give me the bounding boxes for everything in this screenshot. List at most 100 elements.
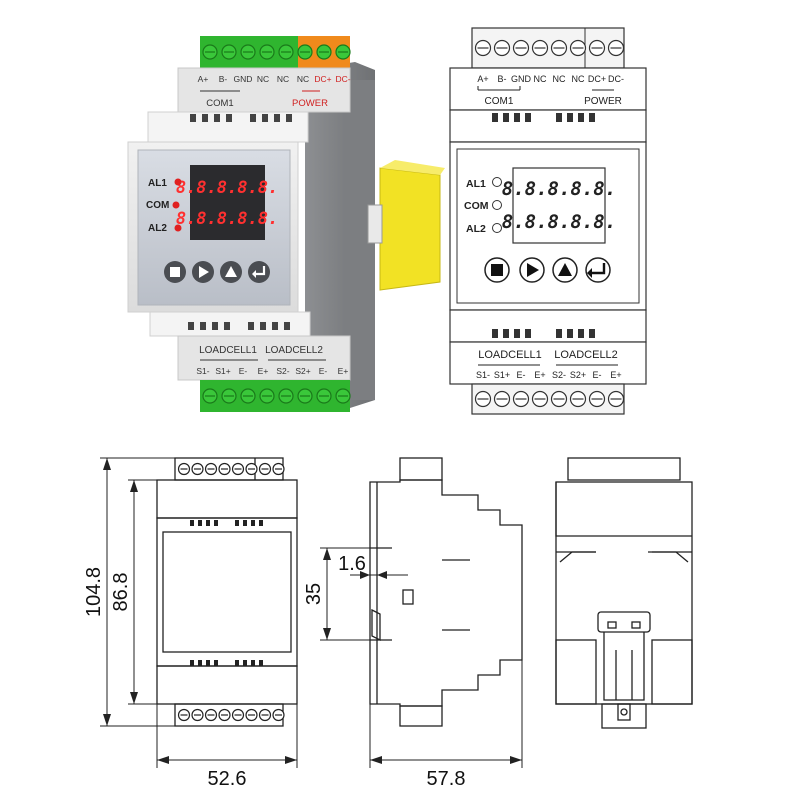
enter-icon bbox=[254, 266, 266, 276]
play-icon bbox=[527, 263, 539, 277]
terminal-pin-label: NC bbox=[297, 74, 309, 84]
terminal-pin-label: E+ bbox=[258, 366, 269, 376]
dimension-rear-drawing bbox=[555, 457, 693, 729]
top-label-strip-front bbox=[449, 67, 647, 111]
vent-slot bbox=[503, 113, 509, 122]
vent-slot bbox=[190, 520, 194, 526]
terminal-pin-label: NC bbox=[572, 74, 585, 84]
terminal-pin-label: DC- bbox=[608, 74, 624, 84]
dim-body-height: 86.8 bbox=[110, 573, 132, 612]
vent-slot bbox=[206, 660, 210, 666]
terminal-pin-label: NC bbox=[257, 74, 269, 84]
terminal-pin-label: NC bbox=[277, 74, 289, 84]
led-al2-3d bbox=[174, 224, 182, 232]
display-top-front: 8.8.8.8.8. bbox=[502, 178, 616, 200]
terminal-pin-label: E+ bbox=[338, 366, 349, 376]
group-label-com1-3d: COM1 bbox=[206, 98, 233, 109]
vent-slot bbox=[214, 660, 218, 666]
dim-width: 52.6 bbox=[208, 768, 247, 790]
terminal-pin-label: E+ bbox=[534, 370, 545, 380]
dimension-front-drawing bbox=[156, 457, 298, 727]
dimension-lines-front bbox=[100, 457, 298, 768]
terminal-pin-label: S1- bbox=[476, 370, 490, 380]
vent-slot bbox=[274, 114, 280, 122]
vent-slot bbox=[259, 660, 263, 666]
terminal-pin-label: B- bbox=[219, 74, 228, 84]
bottom-label-strip-3d bbox=[177, 335, 351, 381]
group-label-loadcell2: LOADCELL2 bbox=[554, 349, 618, 361]
vent-slot bbox=[589, 113, 595, 122]
terminal-pin-label: S2- bbox=[276, 366, 289, 376]
vent-slot bbox=[248, 322, 254, 330]
dim-depth: 57.8 bbox=[427, 768, 466, 790]
vent-slot bbox=[226, 114, 232, 122]
vent-slot bbox=[224, 322, 230, 330]
vent-slot bbox=[567, 329, 573, 338]
up-icon bbox=[225, 266, 237, 277]
terminal-pin-label: E+ bbox=[610, 370, 621, 380]
display-window-3d bbox=[190, 165, 265, 240]
indicator-label-al1-3d: AL1 bbox=[148, 178, 167, 189]
vent-slot bbox=[198, 520, 202, 526]
buttons-3d bbox=[164, 261, 270, 283]
vent-slot bbox=[525, 329, 531, 338]
buttons-front bbox=[484, 257, 611, 283]
vent-slot bbox=[251, 520, 255, 526]
vent-slot bbox=[284, 322, 290, 330]
vent-slot bbox=[260, 322, 266, 330]
vent-slot bbox=[198, 660, 202, 666]
indicator-label-com-3d: COM bbox=[146, 200, 169, 211]
led-com-3d bbox=[172, 201, 180, 209]
vent-slot bbox=[272, 322, 278, 330]
terminal-pin-label: DC+ bbox=[588, 74, 606, 84]
vent-slot bbox=[243, 660, 247, 666]
vent-slot bbox=[188, 322, 194, 330]
vent-slot bbox=[251, 660, 255, 666]
top-label-strip-3d bbox=[177, 67, 351, 113]
led-al1 bbox=[492, 177, 502, 187]
led-com bbox=[492, 200, 502, 210]
terminal-pin-label: DC+ bbox=[314, 74, 331, 84]
vent-slot bbox=[206, 520, 210, 526]
dim-rail-height: 35 bbox=[303, 583, 325, 605]
vent-slot bbox=[235, 660, 239, 666]
terminal-pin-label: S1+ bbox=[215, 366, 230, 376]
vent-slot bbox=[202, 114, 208, 122]
display-top-3d: 8.8.8.8.8. bbox=[176, 178, 278, 198]
terminal-pin-label: E- bbox=[517, 370, 526, 380]
terminal-pin-label: E- bbox=[593, 370, 602, 380]
vent-slot bbox=[578, 113, 584, 122]
vent-slot bbox=[556, 113, 562, 122]
indicator-label-al2: AL2 bbox=[466, 223, 486, 235]
vent-slot bbox=[200, 322, 206, 330]
dimension-side-drawing bbox=[369, 457, 523, 727]
vent-slot bbox=[492, 329, 498, 338]
terminal-pin-label: A+ bbox=[198, 74, 209, 84]
vent-slot bbox=[259, 520, 263, 526]
vent-slot bbox=[235, 520, 239, 526]
terminal-pin-label: A+ bbox=[477, 74, 488, 84]
group-label-loadcell1: LOADCELL1 bbox=[478, 349, 542, 361]
vent-slot bbox=[525, 113, 531, 122]
up-icon bbox=[558, 263, 572, 276]
terminal-pin-label: S1+ bbox=[494, 370, 510, 380]
display-bottom-front: 8.8.8.8.8. bbox=[502, 211, 616, 233]
vent-slot bbox=[589, 329, 595, 338]
enter-button[interactable] bbox=[585, 257, 611, 283]
indicator-label-al2-3d: AL2 bbox=[148, 223, 167, 234]
enter-button-3d[interactable] bbox=[248, 261, 270, 283]
enter-icon bbox=[592, 263, 606, 275]
group-label-power-3d: POWER bbox=[292, 98, 328, 109]
terminal-pin-label: DC- bbox=[335, 74, 350, 84]
terminal-pin-label: NC bbox=[534, 74, 547, 84]
bottom-terminal-block-3d bbox=[200, 380, 351, 412]
vent-slot bbox=[492, 113, 498, 122]
terminal-pin-label: E- bbox=[319, 366, 328, 376]
vent-slot bbox=[556, 329, 562, 338]
display-bottom-3d: 8.8.8.8.8. bbox=[176, 209, 278, 229]
vent-slot bbox=[190, 660, 194, 666]
vent-slot bbox=[286, 114, 292, 122]
